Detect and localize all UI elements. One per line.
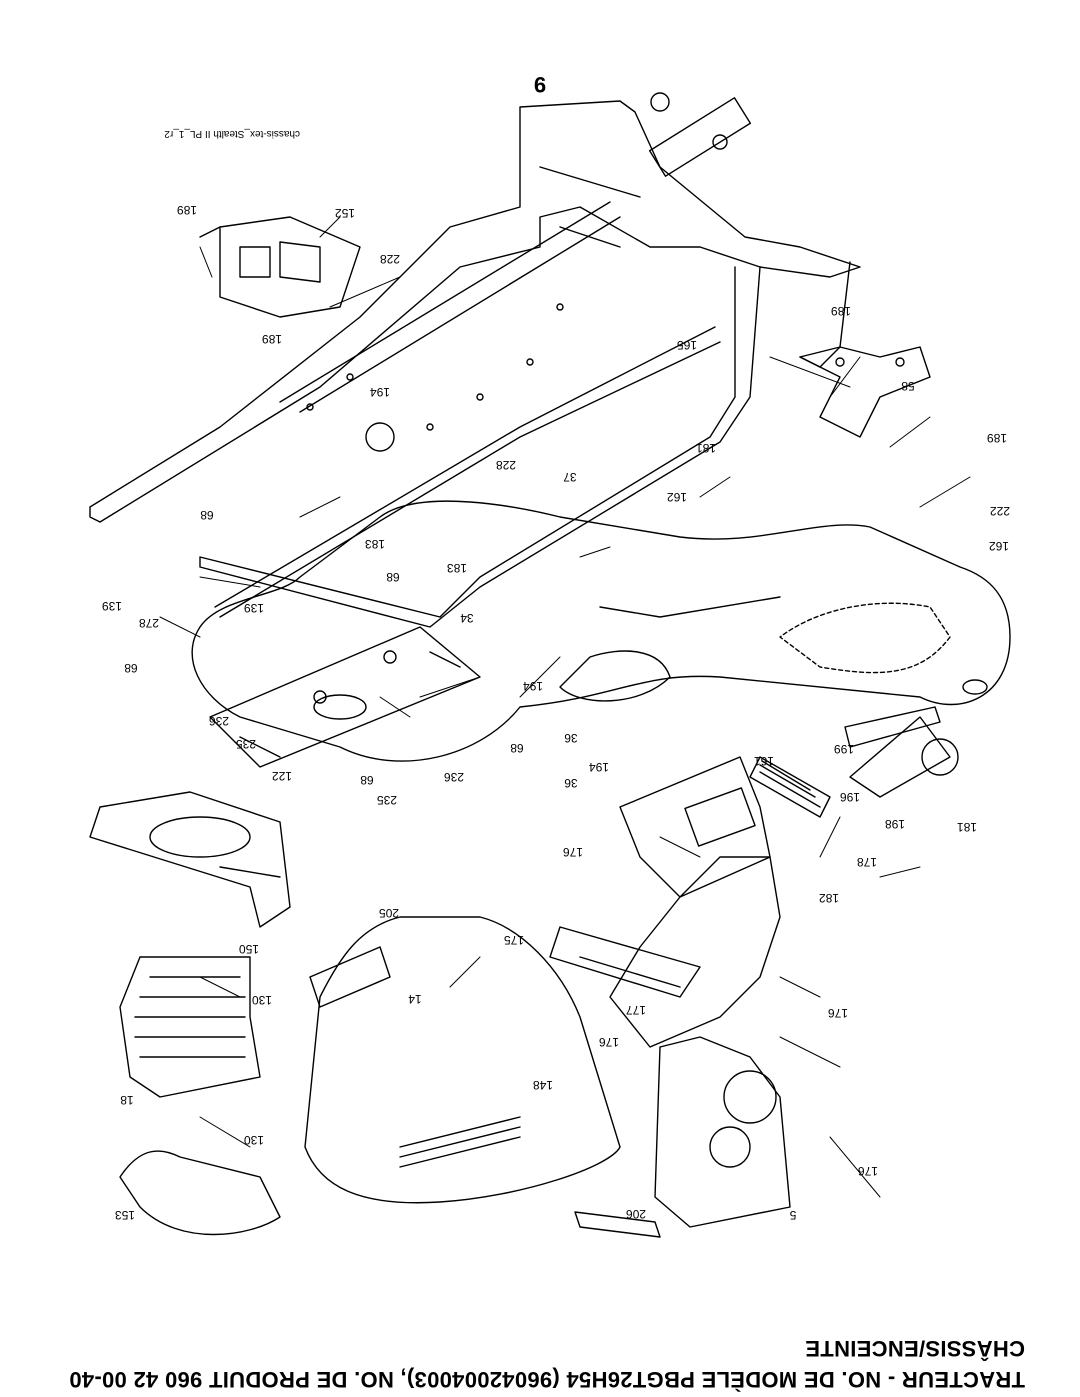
dash-housing-5	[654, 1036, 791, 1228]
bracket-58	[799, 346, 931, 438]
part-label: 68	[200, 508, 214, 522]
part-label: 14	[408, 992, 422, 1006]
part-label: 235	[376, 793, 398, 807]
part-label: 236	[443, 770, 465, 784]
hood-14	[304, 916, 621, 1204]
part-label: 177	[625, 1003, 647, 1017]
chassis-frame	[89, 92, 861, 628]
bracket-175	[549, 926, 701, 998]
part-label: 139	[101, 599, 123, 613]
part-label: 148	[532, 1078, 554, 1092]
part-label: 205	[378, 906, 400, 920]
part-label: 178	[856, 855, 878, 869]
part-label: 176	[562, 845, 584, 859]
panel-178	[619, 756, 771, 898]
part-label: 162	[988, 539, 1010, 553]
diagram-title: CHÂSSIS/ENCEINTE	[805, 1336, 1025, 1361]
part-label: 175	[503, 933, 525, 947]
part-label: 181	[956, 820, 978, 834]
part-label: 183	[446, 561, 468, 575]
part-label: 183	[364, 537, 386, 551]
part-label: 165	[676, 338, 698, 352]
panel-206	[574, 1211, 661, 1238]
part-label: 130	[243, 1133, 265, 1147]
part-label: 18	[120, 1093, 134, 1107]
part-label: 194	[522, 679, 544, 693]
part-label: 189	[261, 332, 283, 346]
part-label: 189	[176, 203, 198, 217]
part-label: 236	[208, 714, 230, 728]
part-label: 235	[235, 737, 257, 751]
part-label: 176	[827, 1006, 849, 1020]
bumper-153	[119, 1150, 281, 1236]
part-label: 181	[695, 441, 717, 455]
part-label: 194	[369, 385, 391, 399]
part-label: 189	[830, 304, 852, 318]
part-label: 122	[271, 769, 293, 783]
part-label: 194	[588, 760, 610, 774]
part-label: 152	[334, 206, 356, 220]
part-label: 34	[460, 611, 474, 625]
plate-34	[209, 626, 481, 768]
part-label: 176	[598, 1035, 620, 1049]
part-label: 153	[114, 1208, 136, 1222]
part-label: 189	[986, 431, 1008, 445]
part-label: 161	[753, 754, 775, 768]
panel-199	[844, 706, 941, 748]
part-label: 206	[625, 1207, 647, 1221]
vent-161	[749, 756, 831, 818]
part-label: 36	[564, 776, 578, 790]
panel-205	[309, 946, 391, 1008]
part-label: 37	[563, 470, 577, 484]
diagram-subtitle: TRACTEUR - NO. DE MODÈLE PBGT26H54 (9604…	[69, 1367, 1025, 1392]
grille-18	[119, 956, 261, 1098]
part-label: 68	[386, 570, 400, 584]
part-label: 68	[510, 741, 524, 755]
part-label: 68	[360, 773, 374, 787]
bracket-152	[199, 216, 361, 318]
part-label: 58	[901, 379, 915, 393]
part-label: 198	[884, 817, 906, 831]
part-label: 196	[839, 790, 861, 804]
part-label: 176	[857, 1164, 879, 1178]
part-label: 228	[379, 252, 401, 266]
deck-150	[89, 791, 291, 928]
part-label: 68	[124, 661, 138, 675]
part-label: 162	[666, 490, 688, 504]
part-label: 139	[243, 601, 265, 615]
leader-lines	[159, 216, 971, 1198]
part-label: 182	[818, 891, 840, 905]
part-label: 228	[495, 458, 517, 472]
part-label: 130	[251, 993, 273, 1007]
dash-panel-182	[609, 856, 781, 1048]
panel-196	[849, 716, 959, 798]
part-label: 222	[989, 504, 1011, 518]
part-label: 150	[238, 942, 260, 956]
body-panel-37	[191, 500, 1011, 762]
part-label: 199	[833, 742, 855, 756]
part-label: 36	[564, 731, 578, 745]
part-label: 278	[138, 616, 160, 630]
part-label: 5	[789, 1208, 797, 1222]
